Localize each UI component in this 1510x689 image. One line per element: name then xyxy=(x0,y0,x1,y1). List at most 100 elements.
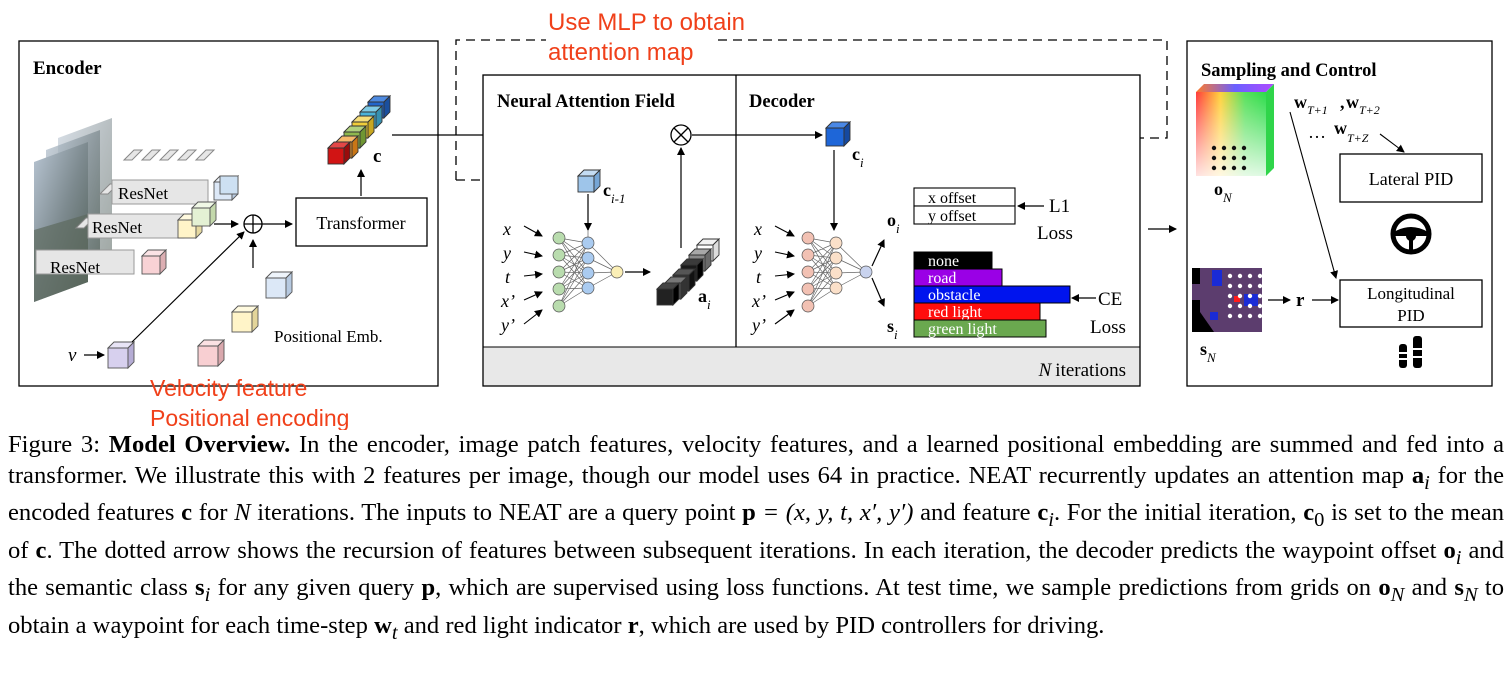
class-label-obstacle: obstacle xyxy=(928,287,980,304)
sample-dot xyxy=(1237,283,1243,289)
previous-feature-cube xyxy=(576,168,602,194)
sample-dot xyxy=(1227,283,1233,289)
caption-text-10: for any given query xyxy=(217,574,415,602)
l1-loss-label-1: L1 xyxy=(1049,196,1070,217)
ce-loss-label-2: Loss xyxy=(1090,317,1126,338)
sample-dot xyxy=(1211,165,1217,171)
waypoint-label-3: wT+Z xyxy=(1334,118,1369,145)
sample-dot xyxy=(1231,165,1237,171)
caption-text-7: is set to the mean of xyxy=(8,499,1505,564)
caption-text-5: and feature xyxy=(920,499,1031,527)
velocity-cube xyxy=(106,340,136,370)
decoder-feature-label: ci xyxy=(852,144,864,170)
ce-loss-label-1: CE xyxy=(1098,289,1122,310)
caption-text-11: , which are supervised using loss functi… xyxy=(435,574,1372,602)
longitudinal-pid-label-2: PID xyxy=(1397,306,1424,325)
resnet-label-3: ResNet xyxy=(50,258,100,277)
longitudinal-pid-box xyxy=(1339,279,1483,328)
y-offset-label: y offset xyxy=(928,208,977,225)
caption-math-wt: w xyxy=(374,611,392,639)
svg-text:x’: x’ xyxy=(500,291,515,311)
semantic-grid-label: sN xyxy=(1200,339,1217,365)
caption-text-9: and the semantic class xyxy=(8,536,1504,602)
mlp-annotation-line1: Use MLP to obtain xyxy=(548,9,745,36)
sample-dot xyxy=(1227,303,1233,309)
lateral-pid-label: Lateral PID xyxy=(1369,169,1453,189)
waypoint-label-2: wT+2 xyxy=(1346,92,1380,117)
steering-wheel-icon xyxy=(1390,213,1432,255)
svg-text:x’: x’ xyxy=(751,291,766,311)
transformer-label: Transformer xyxy=(316,213,405,233)
sum-icon xyxy=(243,214,263,234)
class-label-road: road xyxy=(928,270,956,287)
svg-text:y’: y’ xyxy=(750,315,766,335)
sample-dot xyxy=(1227,293,1233,299)
sampling-title: Sampling and Control xyxy=(1201,61,1376,81)
caption-math-c2: c xyxy=(35,536,47,564)
attention-map-cubes xyxy=(655,237,721,307)
caption-math-oi-sub: i xyxy=(1455,546,1462,569)
sample-dot xyxy=(1247,283,1253,289)
sample-dot xyxy=(1221,155,1227,161)
sample-dot xyxy=(1257,313,1263,319)
figure-caption: Figure 3: Model Overview. In the encoder… xyxy=(8,430,1504,648)
encoded-feature-cubes xyxy=(326,94,392,166)
caption-math-p: p xyxy=(742,499,756,527)
caption-text-2: for the encoded features xyxy=(8,461,1505,527)
caption-math-oi: o xyxy=(1443,536,1456,564)
positional-emb-label: Positional Emb. xyxy=(274,327,383,346)
svg-text:t: t xyxy=(756,267,762,287)
caption-math-c: c xyxy=(181,499,193,527)
sample-dot xyxy=(1247,303,1253,309)
lateral-pid-box xyxy=(1339,153,1483,203)
caption-math-query: = (x, y, t, x′, y′) xyxy=(762,499,914,527)
previous-feature-label: ci-1 xyxy=(603,180,625,206)
x-offset-label: x offset xyxy=(928,190,977,207)
sample-dot xyxy=(1237,303,1243,309)
caption-text-3: for xyxy=(198,499,228,527)
caption-title: Model Overview. xyxy=(108,431,291,458)
offset-sample-dots xyxy=(1211,145,1247,171)
attention-multiply-icon xyxy=(670,124,692,146)
caption-math-sn-sub: N xyxy=(1463,584,1478,606)
class-label-red-light: red light xyxy=(928,304,982,321)
red-light-indicator-label: r xyxy=(1296,290,1305,311)
positional-embedding-cubes xyxy=(196,270,294,368)
naf-mlp-network xyxy=(552,230,624,313)
caption-math-si: s xyxy=(195,574,205,602)
sample-dot xyxy=(1221,165,1227,171)
sampling-panel xyxy=(1186,40,1493,387)
offset-grid-image xyxy=(1196,84,1274,176)
sample-dot xyxy=(1257,303,1263,309)
svg-text:x: x xyxy=(502,219,511,239)
sample-dot xyxy=(1247,273,1253,279)
velocity-symbol: v xyxy=(68,345,77,366)
caption-figure-number: Figure 3: xyxy=(8,431,101,458)
caption-math-c0: c xyxy=(1303,499,1315,527)
sample-dot xyxy=(1231,155,1237,161)
offset-output-label: oi xyxy=(887,210,900,236)
semantic-grid-image xyxy=(1192,268,1262,332)
sample-dot xyxy=(1247,313,1253,319)
encoded-feature-label: c xyxy=(373,146,381,167)
sample-dot xyxy=(1257,293,1263,299)
l1-loss-label-2: Loss xyxy=(1037,223,1073,244)
sample-dot xyxy=(1237,273,1243,279)
sample-dot xyxy=(1231,145,1237,151)
caption-math-ai-sub: i xyxy=(1424,471,1430,494)
resnet-feature-cubes xyxy=(140,174,240,276)
decoder-query-inputs: x y t x’ y’ xyxy=(750,219,766,335)
caption-math-p2: p xyxy=(421,574,436,602)
caption-math-ci: c xyxy=(1037,499,1049,527)
waypoint-label-1: wT+1 xyxy=(1294,92,1328,117)
model-overview-figure: Use MLP to obtain attention map Encoder … xyxy=(18,9,1493,430)
svg-text:x: x xyxy=(753,219,762,239)
caption-math-ai: a xyxy=(1411,461,1425,489)
velocity-annotation: Velocity feature xyxy=(150,375,307,401)
waypoint-comma: , xyxy=(1340,92,1345,112)
sample-dot xyxy=(1237,313,1243,319)
caption-text-15: , which are used by PID controllers for … xyxy=(638,611,1105,639)
sample-dot xyxy=(1227,273,1233,279)
